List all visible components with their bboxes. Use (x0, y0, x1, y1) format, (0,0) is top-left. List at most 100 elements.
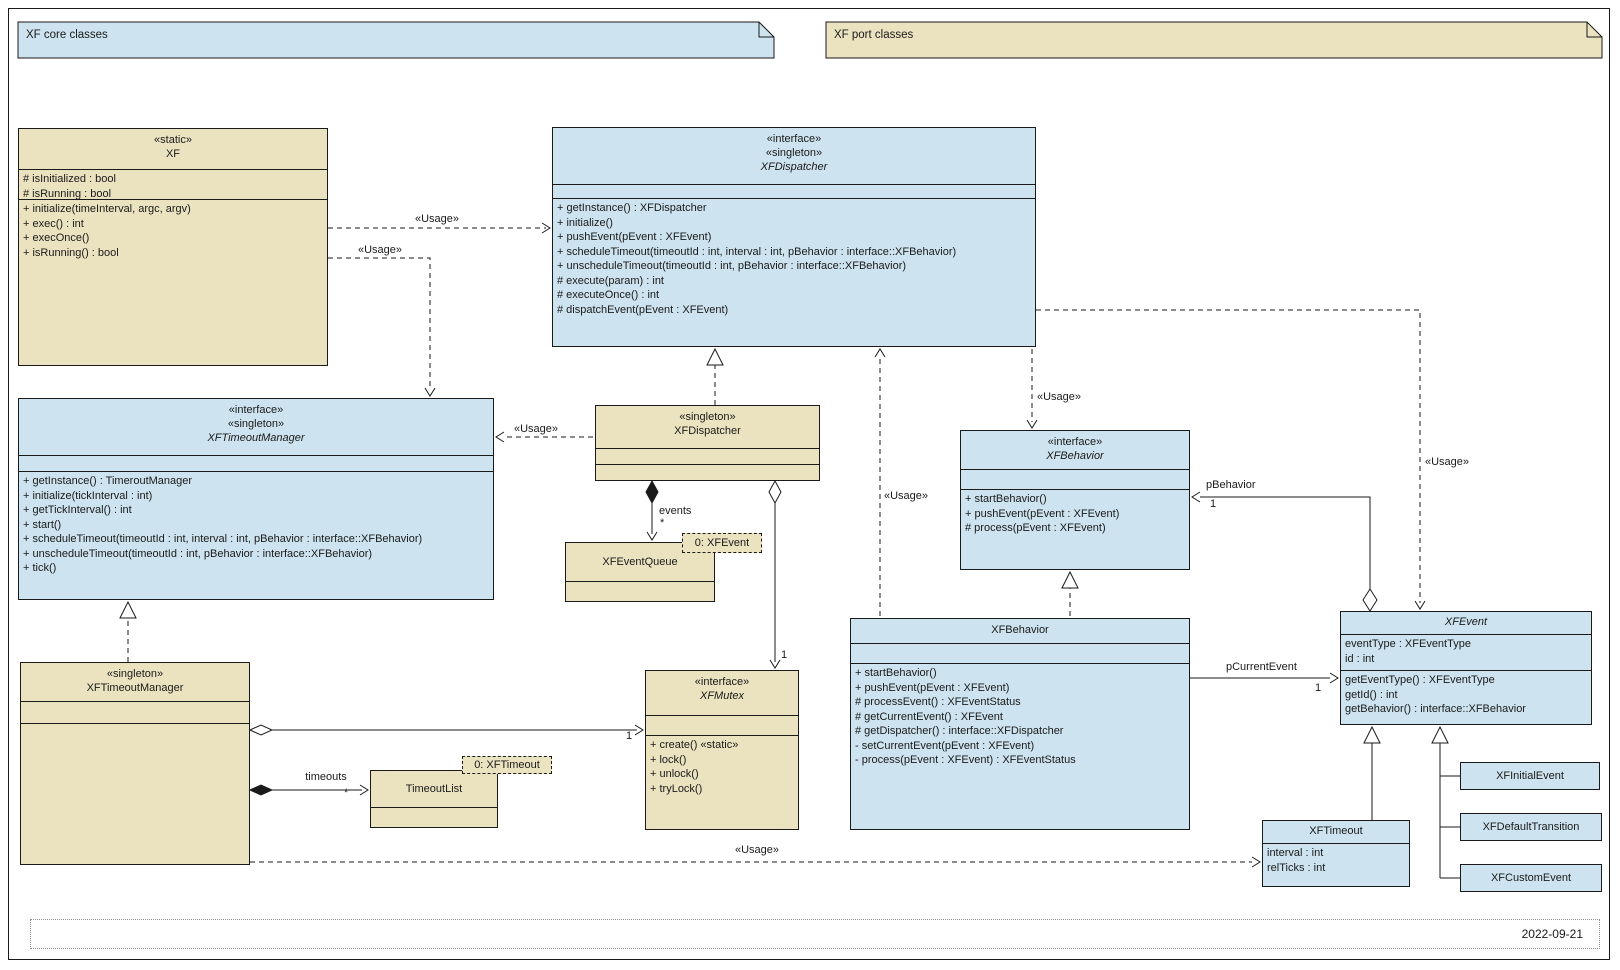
member-line: interval : int (1267, 847, 1324, 859)
role-label-events: events (659, 505, 692, 517)
class-xfbehavior-interface: «interface» XFBehavior + startBehavior()… (960, 430, 1190, 570)
member-line: getId() : int (1345, 688, 1398, 701)
member-line: id : int (1345, 652, 1375, 665)
note-port-classes: XF port classes (834, 29, 914, 41)
member-line: relTicks : int (1267, 861, 1326, 874)
member-line: # process(pEvent : XFEvent) (965, 522, 1106, 534)
class-name: XFDefaultTransition (1482, 821, 1580, 833)
member-line: # isRunning : bool (23, 187, 112, 200)
class-name: XFBehavior (1046, 450, 1104, 462)
member-line: + getInstance() : TimeroutManager (23, 475, 193, 487)
member-line: + initialize() (557, 216, 613, 229)
multiplicity-one: 1 (1315, 682, 1322, 694)
attributes-compartment (553, 184, 1035, 198)
edge-pcurrentevent (1190, 672, 1339, 684)
member-line: + scheduleTimeout(timeoutId : int, inter… (557, 245, 957, 258)
class-xfdispatcher-interface: «interface» «singleton» XFDispatcher + g… (552, 127, 1036, 347)
member-line: + getInstance() : XFDispatcher (557, 202, 707, 214)
edge-usage-dispatcher-if-to-event (1036, 309, 1426, 610)
attributes-compartment (371, 807, 497, 827)
attributes-compartment (21, 701, 249, 723)
edge-usage-xf-to-timeoutmanager-if (328, 257, 436, 397)
usage-label: «Usage» (513, 423, 559, 435)
methods-compartment: + create() «static»+ lock()+ unlock()+ t… (646, 735, 798, 829)
object-label-xftimeout: 0: XFTimeout (462, 756, 552, 774)
class-name: TimeoutList (405, 783, 463, 795)
class-xf: «static» XF # isInitialized : bool # isRu… (18, 128, 328, 366)
stereotype: «singleton» (679, 411, 736, 423)
edge-usage-dispatcher-to-timeoutmanager-if (495, 431, 593, 443)
usage-label: «Usage» (414, 213, 460, 225)
attributes-compartment (851, 643, 1189, 663)
edge-usage-xf-to-dispatcher-if (328, 222, 551, 234)
class-name: XFTimeoutManager (86, 682, 184, 694)
edge-composition-timeouts (248, 784, 369, 796)
member-line: + create() «static» (650, 739, 739, 751)
stereotype: «interface» (694, 676, 750, 688)
member-line: + tick() (23, 562, 57, 574)
methods-compartment: + startBehavior()+ pushEvent(pEvent : XF… (961, 489, 1189, 569)
member-line: # executeOnce() : int (557, 289, 660, 301)
member-line: + pushEvent(pEvent : XFEvent) (557, 231, 712, 243)
diagram-date: 2022-09-21 (1521, 927, 1583, 941)
member-line: + pushEvent(pEvent : XFEvent) (965, 507, 1120, 520)
class-xfbehavior: XFBehavior + startBehavior() + pushEvent(… (850, 618, 1190, 830)
member-line: + start() (23, 518, 62, 531)
edge-usage-behavior-to-dispatcher-if (874, 348, 886, 616)
member-line: + startBehavior() (855, 667, 937, 679)
multiplicity-many: * (660, 517, 665, 529)
usage-label: «Usage» (357, 244, 403, 256)
stereotype: «static» (154, 134, 192, 146)
member-line: + unscheduleTimeout(timeoutId : int, pBe… (557, 260, 907, 272)
attributes-compartment: interval : int relTicks : int (1263, 843, 1409, 886)
usage-label: «Usage» (734, 844, 780, 856)
edge-realization-timeoutmanager (119, 600, 137, 662)
stereotype: «interface» (228, 404, 284, 416)
member-line: + scheduleTimeout(timeoutId : int, inter… (23, 533, 423, 545)
class-xfcustomevent: XFCustomEvent (1460, 864, 1602, 892)
class-name: XF (165, 148, 181, 160)
role-label-pcurrentevent: pCurrentEvent (1226, 661, 1297, 673)
edge-realization-dispatcher (706, 347, 724, 405)
methods-compartment: + getInstance() : XFDispatcher + initiali… (553, 198, 1035, 346)
usage-label: «Usage» (884, 490, 929, 502)
member-line: eventType : XFEventType (1345, 638, 1471, 650)
member-line: # getDispatcher() : interface::XFDispatc… (855, 725, 1064, 737)
class-xfdefaulttransition: XFDefaultTransition (1460, 813, 1602, 841)
member-line: # dispatchEvent(pEvent : XFEvent) (557, 303, 729, 316)
multiplicity-one: 1 (626, 730, 633, 742)
methods-compartment: + startBehavior() + pushEvent(pEvent : XF… (851, 663, 1189, 829)
member-line: # execute(param) : int (557, 274, 664, 287)
role-label-pbehavior: pBehavior (1206, 479, 1256, 491)
date-box: 2022-09-21 (30, 919, 1600, 949)
member-line: + pushEvent(pEvent : XFEvent) (855, 681, 1010, 694)
class-xftimeoutmanager-singleton: «singleton» XFTimeoutManager (20, 662, 250, 865)
class-name: XFTimeout (1309, 825, 1363, 837)
member-line: # isInitialized : bool (23, 173, 116, 185)
class-name: XFDispatcher (760, 161, 828, 173)
class-timeoutlist: TimeoutList (370, 770, 498, 828)
multiplicity-one: 1 (1210, 498, 1217, 510)
class-name: XFMutex (699, 690, 744, 702)
usage-label: «Usage» (1037, 391, 1082, 403)
class-name: XFBehavior (991, 624, 1049, 636)
attributes-compartment (596, 448, 819, 464)
note-shape-core (17, 21, 775, 59)
methods-compartment (596, 464, 819, 480)
class-xfmutex: «interface» XFMutex + create() «static»+… (645, 670, 799, 830)
multiplicity-one: 1 (781, 649, 788, 661)
class-xfinitialevent: XFInitialEvent (1460, 762, 1600, 790)
stereotype: «interface» (1047, 436, 1103, 448)
edge-composition-events (645, 479, 659, 541)
member-line: - process(pEvent : XFEvent) : XFEventSta… (855, 754, 1076, 766)
attributes-compartment: # isInitialized : bool # isRunning : bool (19, 169, 327, 199)
member-line: # getCurrentEvent() : XFEvent (855, 710, 1003, 723)
member-line: + exec() : int (23, 217, 84, 230)
edge-generalization-event-subclasses (1431, 725, 1460, 879)
attributes-compartment (566, 581, 714, 601)
stereotype: «singleton» (765, 147, 823, 159)
member-line: getEventType() : XFEventType (1345, 674, 1495, 686)
member-line: getBehavior() : interface::XFBehavior (1345, 703, 1526, 715)
